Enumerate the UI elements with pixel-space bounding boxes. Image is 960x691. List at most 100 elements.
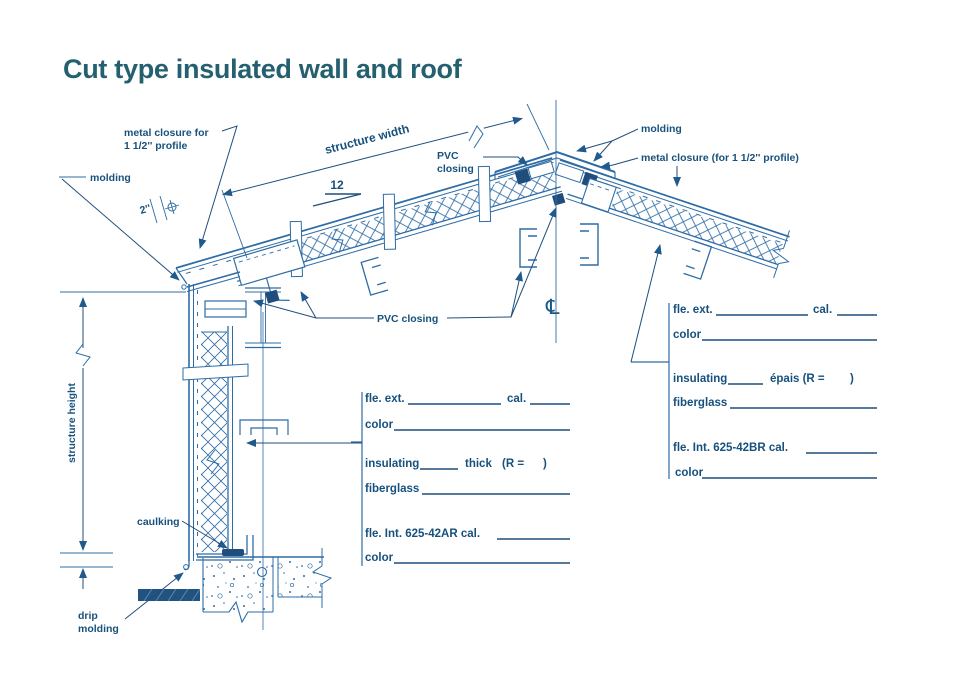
field-fle-ext: fle. ext.: [365, 393, 405, 405]
field-color: color: [673, 329, 702, 341]
roof-left-purlin: [360, 256, 389, 296]
svg-text:closing: closing: [437, 163, 474, 175]
ridge-purlin-left: [519, 228, 537, 268]
ridge-panel-stub: [527, 160, 555, 180]
wall-girt-mid: [239, 419, 289, 435]
field-color2: color: [365, 552, 394, 564]
svg-text:molding: molding: [641, 123, 682, 135]
field-fiberglass: fiberglass: [673, 397, 727, 409]
pvc-closure-block: [514, 168, 531, 185]
field-cal: cal.: [507, 393, 526, 405]
svg-text:metal closure (for 1 1/2'' pro: metal closure (for 1 1/2'' profile): [641, 152, 799, 164]
concrete-left: [203, 558, 273, 612]
leader-line: [510, 207, 557, 318]
structure-width-label: structure width: [323, 121, 410, 157]
field-insulating: insulating: [365, 458, 419, 470]
field-fiberglass: fiberglass: [365, 483, 419, 495]
ridge-assembly: ℄: [494, 100, 616, 343]
structure-height-label: structure height: [66, 383, 78, 463]
leader-line: [300, 291, 317, 319]
foundation: [138, 548, 333, 624]
roof-right-panel: [554, 159, 790, 279]
eave-closure-block: [265, 289, 280, 304]
svg-text:metal closure for: metal closure for: [124, 127, 209, 139]
ridge-panel-stub: [554, 162, 585, 184]
eave-blocking: [232, 239, 306, 287]
panel-joint-break: [382, 193, 397, 250]
slope-indicator: 12: [312, 178, 362, 207]
field-fle-int: fle. Int. 625-42BR cal.: [673, 442, 788, 454]
leader-line: [630, 244, 662, 363]
wall-joint-break: [182, 363, 249, 381]
break-zigzag: [206, 449, 220, 475]
svg-text:caulking: caulking: [137, 516, 180, 528]
fastener-mark: [167, 202, 177, 212]
leader-line: [600, 157, 639, 170]
field-color2: color: [675, 467, 704, 479]
break-zigzag: [311, 565, 333, 585]
slope-label: 12: [330, 178, 344, 192]
form-block-right: fle. ext. cal. color insulating épais (R…: [630, 244, 877, 479]
break-zigzag: [772, 247, 790, 265]
roof-left-panel: [175, 157, 563, 302]
leader-line: [181, 520, 228, 549]
panel-joint-break: [477, 165, 492, 223]
svg-text:molding: molding: [90, 172, 131, 184]
roof-right-insulation-hatch: [611, 188, 783, 264]
field-epais: épais (R =: [770, 373, 825, 385]
field-thick: thick: [465, 458, 492, 470]
leader-line: [124, 572, 184, 620]
concrete-right: [278, 558, 322, 597]
foundation-bottom-break: [203, 600, 273, 624]
drip-curl: [183, 564, 189, 570]
caulk-bead: [222, 549, 244, 556]
leader-line: [198, 125, 238, 249]
label-drip-molding: drip molding: [78, 572, 184, 635]
field-fle-ext: fle. ext.: [673, 304, 713, 316]
grade-bar: [138, 589, 200, 601]
svg-text:1 1/2'' profile: 1 1/2'' profile: [124, 140, 188, 152]
field-fle-int: fle. Int. 625-42AR cal.: [365, 528, 480, 540]
field-r-close: ): [850, 373, 854, 385]
field-color: color: [365, 419, 394, 431]
svg-text:PVC: PVC: [437, 150, 459, 162]
ridge-blocking: [580, 177, 617, 213]
wall-insulation-hatch: [201, 332, 227, 552]
label-metal-closure-right: metal closure (for 1 1/2'' profile): [600, 152, 799, 187]
leader-line: [446, 271, 523, 319]
eave-drip-curl: [181, 284, 187, 290]
wall-panel: [175, 267, 289, 630]
ridge-purlin-right: [580, 223, 599, 266]
svg-text:drip: drip: [78, 610, 98, 622]
wall-girt-top: [204, 300, 247, 318]
leader-line: [61, 178, 180, 281]
svg-text:molding: molding: [78, 623, 119, 635]
roof-right-purlin: [683, 240, 713, 280]
field-cal: cal.: [813, 304, 832, 316]
dim-break: [75, 343, 91, 367]
dim-break: [468, 125, 484, 149]
page-title: Cut type insulated wall and roof: [63, 54, 463, 84]
leader-line: [593, 140, 613, 162]
svg-text:PVC closing: PVC closing: [377, 313, 438, 325]
label-molding-left: molding: [59, 172, 180, 281]
label-molding-right: molding: [576, 123, 682, 162]
offset-2in-label: 2'': [138, 202, 152, 217]
leader-line: [576, 140, 613, 153]
label-caulking: caulking: [137, 516, 228, 549]
label-metal-closure-left: metal closure for 1 1/2'' profile: [124, 125, 238, 249]
break-zigzag: [424, 201, 437, 226]
field-r-open: (R =: [502, 458, 524, 470]
field-r-close: ): [543, 458, 547, 470]
label-pvc-closing-top: PVC closing: [437, 150, 528, 175]
dimension-structure-height: structure height: [60, 291, 186, 589]
leader-line: [483, 156, 528, 166]
aggregate-circle: [256, 566, 268, 578]
field-insulating: insulating: [673, 373, 727, 385]
form-block-middle: fle. ext. cal. color insulating thick (R…: [246, 392, 570, 566]
break-zigzag: [331, 229, 344, 253]
label-pvc-closing-mid: PVC closing: [253, 207, 557, 325]
ridge-closure-block: [552, 192, 566, 206]
offset-2in-detail: 2'': [138, 195, 180, 224]
